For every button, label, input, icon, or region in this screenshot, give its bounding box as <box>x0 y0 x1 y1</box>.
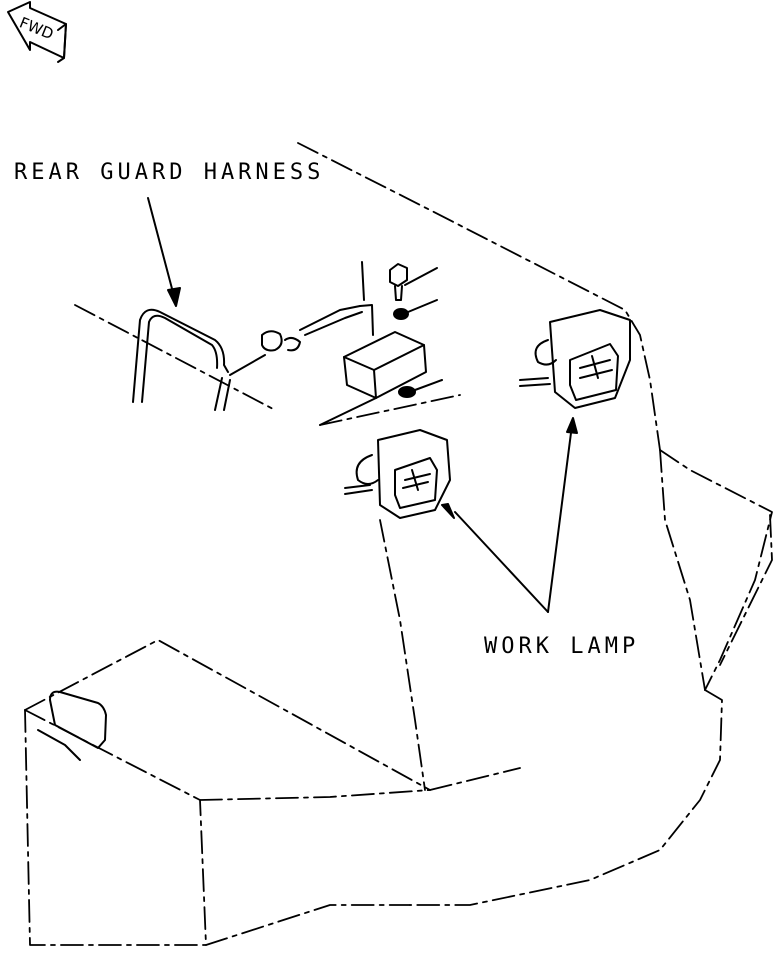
handrail <box>37 690 107 761</box>
machine-body-outline <box>24 142 773 946</box>
relay-box <box>319 331 427 426</box>
rear-guard-harness <box>132 261 374 411</box>
nut <box>398 379 443 398</box>
work-lamp-right <box>519 309 631 409</box>
leader-work-lamp <box>441 417 578 613</box>
work-lamp-left <box>344 429 451 519</box>
fwd-arrow-icon: FWD <box>7 1 67 63</box>
bolt <box>389 263 438 301</box>
label-rear-guard-harness: REAR GUARD HARNESS <box>14 160 325 185</box>
leader-rear-guard-harness <box>147 197 181 307</box>
washer <box>393 299 438 320</box>
label-work-lamp: WORK LAMP <box>484 634 640 659</box>
